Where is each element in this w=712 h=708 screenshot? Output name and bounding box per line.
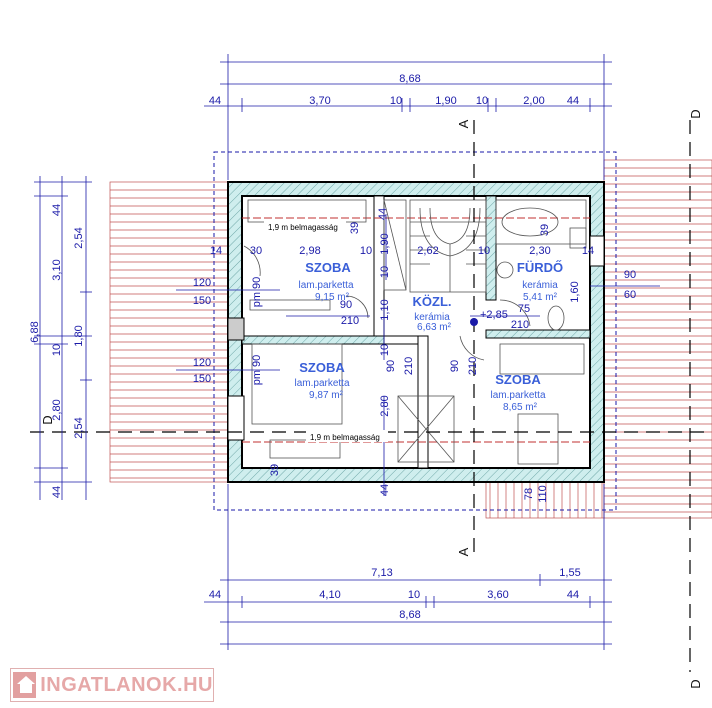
- dim-30: 30: [250, 245, 262, 257]
- dim-39c: 39: [269, 464, 281, 476]
- dim-left-180: 1,80: [73, 325, 85, 346]
- dim-bottom-10: 10: [408, 589, 420, 601]
- room-furdo-name: FÜRDŐ: [517, 260, 563, 275]
- dim-bottom-713: 7,13: [371, 567, 392, 579]
- dim-14a: 14: [210, 245, 222, 257]
- headroom-note-bottom: 1,9 m belmagasság: [310, 433, 380, 442]
- dim-left-254a: 2,54: [73, 227, 85, 248]
- dim-top-190: 1,90: [435, 95, 456, 107]
- dim-bottom-total: 8,68: [399, 609, 420, 621]
- dim-60r: 60: [624, 289, 636, 301]
- room-szoba3-material: lam.parketta: [490, 390, 545, 401]
- dim-left-280: 2,80: [51, 399, 63, 420]
- room-szoba2-name: SZOBA: [299, 360, 345, 375]
- dim-top-370: 3,70: [309, 95, 330, 107]
- dim-39a: 39: [349, 222, 361, 234]
- dim-262: 2,62: [417, 245, 438, 257]
- dim-90r: 90: [624, 269, 636, 281]
- dim-280-inner: 2,80: [379, 395, 391, 416]
- axis-label-d-left: D: [40, 415, 55, 424]
- dim-10c: 10: [478, 245, 490, 257]
- dim-120b: 120: [193, 357, 211, 369]
- dim-bottom-44b: 44: [567, 589, 579, 601]
- dim-10b: 10: [379, 266, 391, 278]
- dim-160: 1,60: [569, 281, 581, 302]
- dim-44-inner: 44: [377, 208, 389, 220]
- dim-top-200: 2,00: [523, 95, 544, 107]
- dim-bottom-155: 1,55: [559, 567, 580, 579]
- dim-110b: 110: [537, 485, 549, 503]
- room-szoba1-area: 9,15 m²: [315, 292, 350, 303]
- room-kozl-material: kerámia: [414, 312, 450, 323]
- dim-bottom-410: 4,10: [319, 589, 340, 601]
- dim-top-total: 8,68: [399, 73, 420, 85]
- fixtures: [243, 199, 587, 465]
- dim-75: 75: [518, 303, 530, 315]
- dim-150b: 150: [193, 373, 211, 385]
- dim-top-44a: 44: [209, 95, 221, 107]
- dim-90c: 90: [449, 360, 461, 372]
- site-logo[interactable]: INGATLANOK.HU: [10, 668, 214, 702]
- dim-bottom-360: 3,60: [487, 589, 508, 601]
- room-szoba3-area: 8,65 m²: [503, 402, 538, 413]
- dimension-lines: [34, 54, 660, 650]
- axis-label-a-top: A: [456, 119, 471, 128]
- room-szoba3-name: SZOBA: [495, 372, 541, 387]
- dim-left-44b: 44: [51, 486, 63, 498]
- dim-left-10: 10: [51, 344, 63, 356]
- dim-120a: 120: [193, 277, 211, 289]
- dim-150a: 150: [193, 295, 211, 307]
- dim-top-10b: 10: [476, 95, 488, 107]
- dim-left-310: 3,10: [51, 259, 63, 280]
- walls: [227, 181, 605, 483]
- dim-left-total: 6,88: [29, 321, 41, 342]
- room-furdo-material: kerámia: [522, 280, 558, 291]
- dim-left-44a: 44: [51, 204, 63, 216]
- axis-label-d-bottom: D: [688, 679, 703, 688]
- dim-pm90a: pm 90: [251, 277, 263, 308]
- room-szoba1-material: lam.parketta: [298, 280, 353, 291]
- room-szoba1-name: SZOBA: [305, 260, 351, 275]
- axis-label-a-bottom: A: [456, 547, 471, 556]
- dim-298: 2,98: [299, 245, 320, 257]
- dim-10a: 10: [360, 245, 372, 257]
- room-szoba2-material: lam.parketta: [294, 378, 349, 389]
- axis-lines: [30, 120, 712, 672]
- dim-210a: 210: [341, 315, 359, 327]
- roof-right: [603, 159, 712, 519]
- roof-outline: [213, 151, 617, 511]
- room-furdo-area: 5,41 m²: [523, 292, 558, 303]
- roof-left: [109, 181, 229, 483]
- dim-bottom-44a: 44: [209, 589, 221, 601]
- dim-210b: 210: [511, 319, 529, 331]
- room-kozl-name: KÖZL.: [413, 294, 452, 309]
- dim-90a: 90: [340, 299, 352, 311]
- room-kozl-area: 6,63 m²: [417, 322, 452, 333]
- level-mark: +2,85: [480, 309, 508, 321]
- dim-pm90b: pm 90: [251, 355, 263, 386]
- dim-14b: 14: [582, 245, 594, 257]
- dim-39b: 39: [539, 224, 551, 236]
- dim-44-bottom: 44: [379, 484, 391, 496]
- dim-78: 78: [523, 488, 535, 500]
- axis-label-d-top: D: [688, 109, 703, 118]
- room-szoba2-area: 9,87 m²: [309, 390, 344, 401]
- logo-text: INGATLANOK.HU: [40, 673, 213, 696]
- dim-10e: 10: [379, 344, 391, 356]
- house-icon: [13, 672, 37, 698]
- dim-top-44b: 44: [567, 95, 579, 107]
- dim-190-inner: 1,90: [379, 233, 391, 254]
- dim-left-254b: 2,54: [73, 417, 85, 438]
- headroom-note-top: 1,9 m belmagasság: [268, 223, 338, 232]
- staircase: [409, 199, 487, 293]
- dim-110: 1,10: [379, 299, 391, 320]
- dim-210d: 210: [467, 357, 479, 375]
- dim-230: 2,30: [529, 245, 550, 257]
- dim-top-10a: 10: [390, 95, 402, 107]
- dim-90b: 90: [385, 360, 397, 372]
- dim-210c: 210: [403, 357, 415, 375]
